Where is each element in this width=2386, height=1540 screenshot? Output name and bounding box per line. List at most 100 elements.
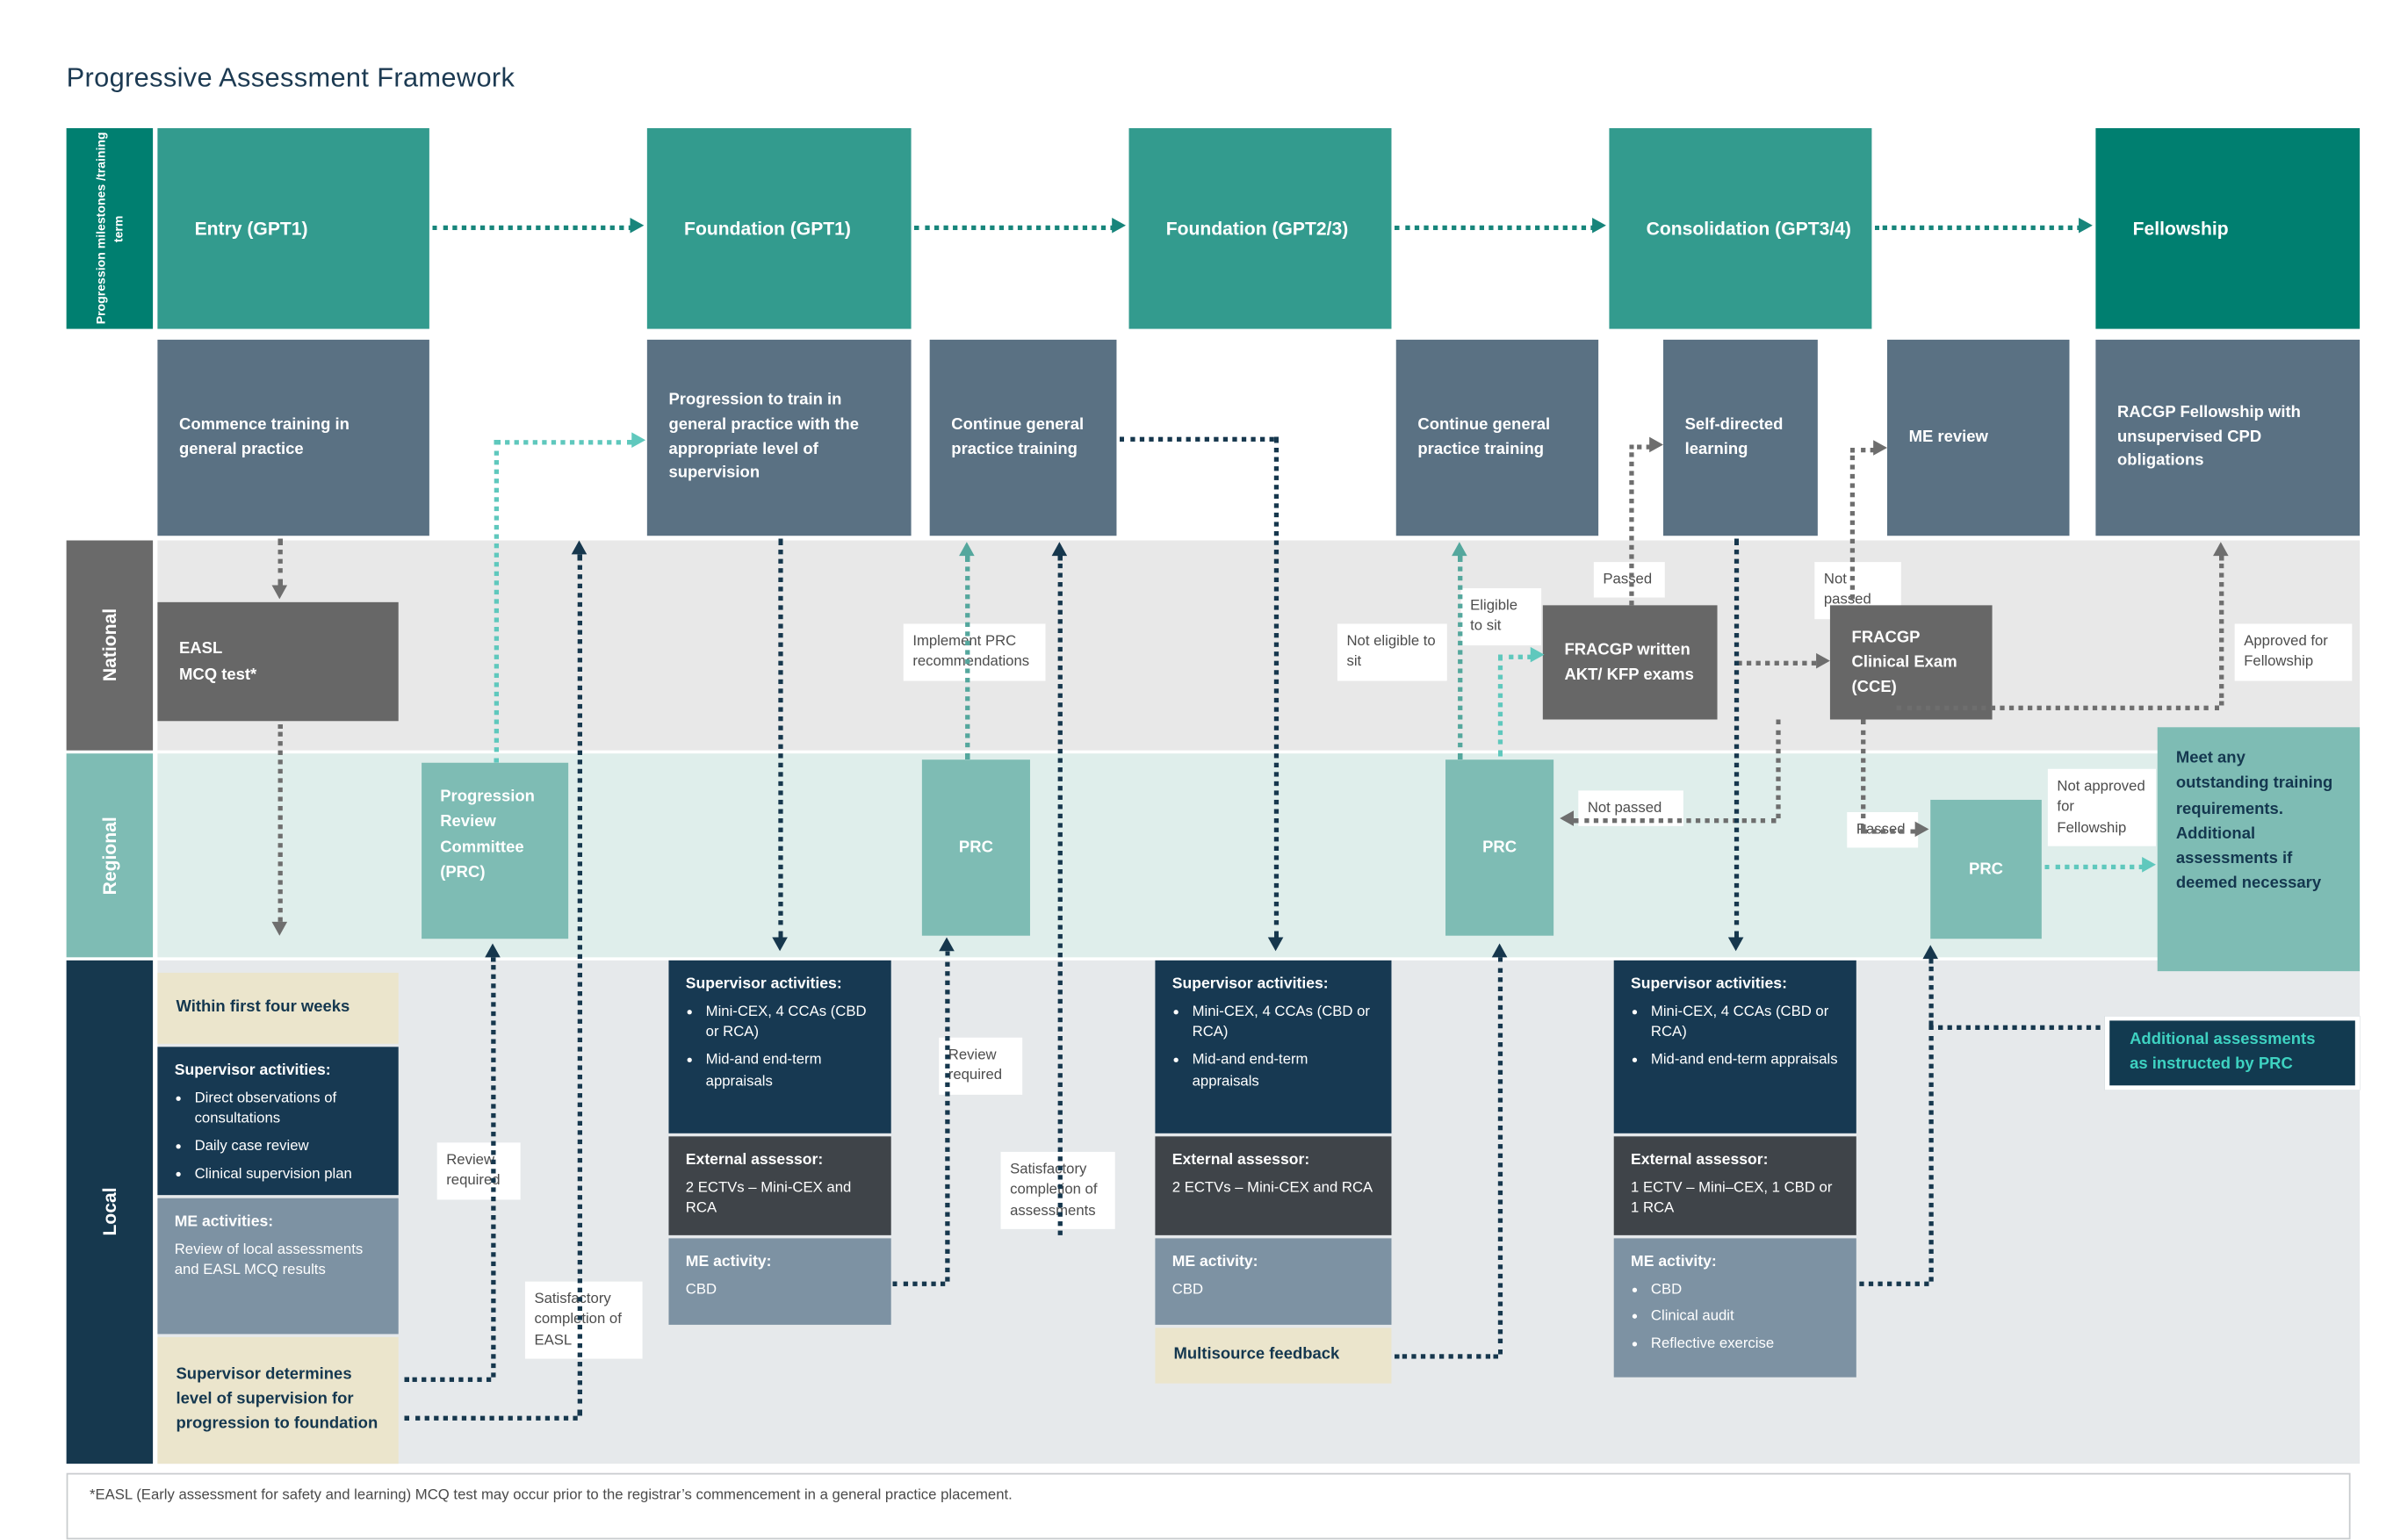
external-assessor-b: External assessor: 2 ECTVs – Mini-CEX an… [668, 1136, 891, 1235]
list-item: Mid-and end-term appraisals [1193, 1050, 1375, 1092]
label-not-eligible: Not eligible to sit [1337, 623, 1447, 680]
connector [494, 440, 634, 445]
arrow-down-icon [271, 585, 288, 600]
list-item: Daily case review [195, 1136, 382, 1157]
arrow-up-icon [571, 540, 587, 555]
me-activity-c-body: CBD [1171, 1280, 1204, 1299]
connector [1734, 538, 1740, 938]
list-item: Mini-CEX, 4 CCAs (CBD or RCA) [1193, 1001, 1375, 1043]
connector [432, 225, 634, 231]
connector [1497, 957, 1503, 1355]
external-assessor-c-title: External assessor: [1171, 1151, 1310, 1169]
easl-mcq-box: EASL MCQ test* [157, 601, 399, 722]
fracgp-written-box: FRACGP written AKT/ KFP exams [1542, 605, 1718, 720]
connector [1273, 436, 1280, 938]
me-activity-d: ME activity: CBD Clinical audit Reflecti… [1613, 1238, 1856, 1378]
list-item: Clinical audit [1651, 1306, 1840, 1328]
connector [914, 225, 1115, 231]
lane-regional-label: Regional [98, 816, 121, 895]
connector [1737, 660, 1817, 666]
label-approved-fellowship: Approved for Fellowship [2234, 623, 2353, 680]
arrow-down-icon [1727, 937, 1744, 952]
milestone-fellowship: Fellowship [2095, 127, 2361, 329]
label-review-required-b: Review required [939, 1037, 1023, 1095]
arrow-up-icon [1452, 542, 1467, 557]
me-activity-d-list: CBD Clinical audit Reflective exercise [1631, 1279, 1839, 1356]
arrow-down-icon [271, 921, 288, 936]
connector [491, 957, 496, 1378]
supervisor-activities-b-title: Supervisor activities: [685, 975, 842, 993]
supervisor-activities-b-list: Mini-CEX, 4 CCAs (CBD or RCA) Mid-and en… [686, 1001, 875, 1092]
footnote-box: *EASL (Early assessment for safety and l… [66, 1472, 2351, 1540]
connector [2044, 864, 2144, 870]
milestone-entry: Entry (GPT1) [157, 127, 429, 329]
external-assessor-c: External assessor: 2 ECTVs – Mini-CEX an… [1155, 1136, 1392, 1235]
connector [1849, 447, 1875, 453]
arrow-up-icon [2213, 542, 2229, 557]
arrow-up-icon [1922, 945, 1939, 960]
label-review-required-a: Review required [436, 1142, 521, 1199]
connector [494, 440, 500, 763]
supervisor-activities-a-list: Direct observations of consultations Dai… [175, 1088, 382, 1185]
arrow-right-icon [1530, 646, 1545, 663]
meet-outstanding-box: Meet any outstanding training requiremen… [2157, 727, 2361, 972]
milestone-foundation-gpt1: Foundation (GPT1) [646, 127, 912, 329]
arrow-right-icon [630, 217, 645, 234]
external-assessor-d-title: External assessor: [1631, 1151, 1769, 1169]
additional-assessments-box: Additional assessments as instructed by … [2104, 1016, 2361, 1090]
connector [1776, 719, 1781, 819]
lane-milestones-label: Progression milestones /training term [93, 132, 126, 325]
within-four-weeks-box: Within first four weeks [157, 972, 399, 1044]
footnote-text: *EASL (Early assessment for safety and l… [89, 1486, 1013, 1504]
label-implement-prc: Implement PRC recommendations [903, 623, 1046, 680]
stage-commence: Commence training in general practice [157, 339, 429, 536]
connector [1497, 654, 1532, 659]
list-item: Mid-and end-term appraisals [1651, 1050, 1840, 1071]
stage-self-directed: Self-directed learning [1662, 339, 1818, 536]
connector [892, 1281, 946, 1286]
supervisor-activities-c: Supervisor activities: Mini-CEX, 4 CCAs … [1155, 960, 1392, 1133]
arrow-up-icon [1051, 542, 1068, 557]
supervisor-activities-a: Supervisor activities: Direct observatio… [157, 1047, 399, 1196]
supervisor-activities-d: Supervisor activities: Mini-CEX, 4 CCAs … [1613, 960, 1856, 1133]
connector [1394, 1354, 1498, 1359]
arrow-up-icon [485, 943, 501, 958]
me-activities-a: ME activities: Review of local assessmen… [157, 1198, 399, 1335]
stage-racgp-fellowship: RACGP Fellowship with unsupervised CPD o… [2095, 339, 2361, 536]
milestone-consolidation: Consolidation (GPT3/4) [1609, 127, 1872, 329]
lane-local-label: Local [98, 1187, 121, 1237]
arrow-right-icon [2079, 217, 2093, 234]
prc-full-box: Progression Review Committee (PRC) [422, 762, 569, 939]
supervisor-activities-c-list: Mini-CEX, 4 CCAs (CBD or RCA) Mid-and en… [1172, 1001, 1374, 1092]
label-sat-easl: Satisfactory completion of EASL [524, 1281, 643, 1359]
me-activity-b-body: CBD [685, 1280, 717, 1299]
arrow-up-icon [959, 542, 975, 557]
lane-regional: Regional [66, 753, 154, 958]
connector [1859, 1281, 1929, 1286]
supervisor-activities-a-title: Supervisor activities: [174, 1061, 331, 1080]
supervisor-activities-d-list: Mini-CEX, 4 CCAs (CBD or RCA) Mid-and en… [1631, 1001, 1839, 1071]
arrow-up-icon [939, 937, 955, 952]
connector [1928, 959, 1934, 1025]
me-activity-b-title: ME activity: [685, 1253, 772, 1271]
milestone-foundation-gpt23: Foundation (GPT2/3) [1128, 127, 1392, 329]
me-activity-d-title: ME activity: [1631, 1253, 1717, 1271]
arrow-right-icon [2142, 857, 2156, 873]
connector [1874, 225, 2082, 231]
multisource-feedback-box: Multisource feedback [1155, 1328, 1392, 1384]
fracgp-cce-box: FRACGP Clinical Exam (CCE) [1829, 605, 1993, 720]
label-not-approved: Not approved for Fellowship [2047, 768, 2156, 846]
connector [404, 1415, 578, 1421]
arrow-right-icon [1649, 436, 1663, 453]
external-assessor-d: External assessor: 1 ECTV – Mini–CEX, 1 … [1613, 1136, 1856, 1235]
supervisor-activities-c-title: Supervisor activities: [1171, 975, 1329, 993]
list-item: Mini-CEX, 4 CCAs (CBD or RCA) [706, 1001, 875, 1043]
arrow-down-icon [772, 937, 788, 952]
list-item: Clinical supervision plan [195, 1164, 382, 1185]
list-item: Direct observations of consultations [195, 1088, 382, 1130]
arrow-down-icon [1267, 937, 1284, 952]
connector [278, 723, 283, 922]
lane-milestones: Progression milestones /training term [66, 127, 154, 329]
list-item: Reflective exercise [1651, 1334, 1840, 1355]
national-band [157, 540, 2361, 751]
